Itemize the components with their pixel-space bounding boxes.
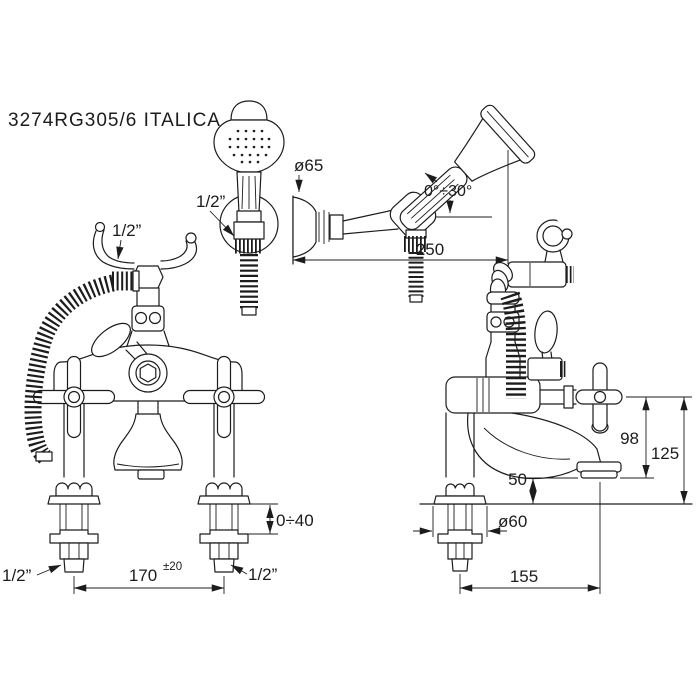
hose-tip	[35, 451, 53, 462]
side-hose	[500, 291, 526, 399]
hex-socket	[139, 363, 157, 383]
bell-spout	[113, 400, 183, 480]
angle-range-label: 0°÷30°	[424, 183, 472, 200]
holder-arm	[342, 208, 399, 235]
handle-bonnet	[563, 385, 574, 409]
grip-collar	[236, 210, 262, 223]
projection-250-label: 250	[416, 240, 444, 259]
shower-cradle	[92, 221, 198, 289]
deck-range-label: 0÷40	[276, 511, 314, 530]
side-body	[445, 376, 541, 414]
dimension-lines	[36, 150, 692, 594]
side-cross-handle	[575, 362, 623, 432]
wall-flange	[292, 196, 317, 258]
holder-nut	[233, 221, 265, 240]
height-50-label: 50	[508, 470, 527, 489]
handshower-side	[399, 104, 536, 231]
shower-head-cap	[230, 100, 268, 121]
cradle-connection-label: 1/2”	[112, 221, 142, 240]
cradle-left-tip	[94, 221, 106, 233]
mixer-front-view	[24, 221, 266, 573]
diverter-lever	[91, 322, 131, 358]
height-98-label: 98	[620, 429, 639, 448]
side-lever	[534, 310, 558, 354]
holder-connection-label: 1/2”	[196, 192, 226, 211]
flexible-hose	[24, 274, 115, 464]
centres-170-label: 170	[129, 566, 157, 585]
right-inlet-label: 1/2”	[248, 565, 278, 584]
flange-hub	[329, 214, 344, 240]
cup-hose-end	[409, 294, 423, 303]
flange-diameter-label: ø65	[294, 156, 323, 175]
annotations: 3274RG305/6 ITALICA 1/2” ø65 0°÷30° 250 …	[2, 110, 679, 586]
side-lever-block	[527, 357, 563, 381]
side-leg	[433, 412, 487, 572]
hook-holder	[489, 209, 576, 302]
holder-side-view	[292, 104, 536, 303]
hose-end	[241, 306, 257, 316]
fitting-collar	[132, 270, 140, 292]
mixer-side-view	[419, 209, 693, 572]
left-leg	[47, 400, 101, 573]
base-diameter-label: ø60	[498, 512, 527, 531]
riser-column	[126, 287, 170, 347]
height-125-label: 125	[651, 444, 679, 463]
spout-outlet-rim	[580, 470, 618, 479]
right-leg	[197, 400, 251, 573]
tolerance-label: ±20	[163, 561, 182, 573]
product-code-title: 3274RG305/6 ITALICA	[8, 110, 221, 131]
left-inlet-label: 1/2”	[2, 566, 32, 585]
handshower-front-view	[213, 100, 285, 316]
shower-head	[213, 119, 285, 173]
spray-face-dots	[228, 129, 271, 164]
projection-155-label: 155	[510, 567, 538, 586]
cradle-right-tip	[185, 232, 197, 244]
right-cross-handle	[182, 355, 266, 439]
